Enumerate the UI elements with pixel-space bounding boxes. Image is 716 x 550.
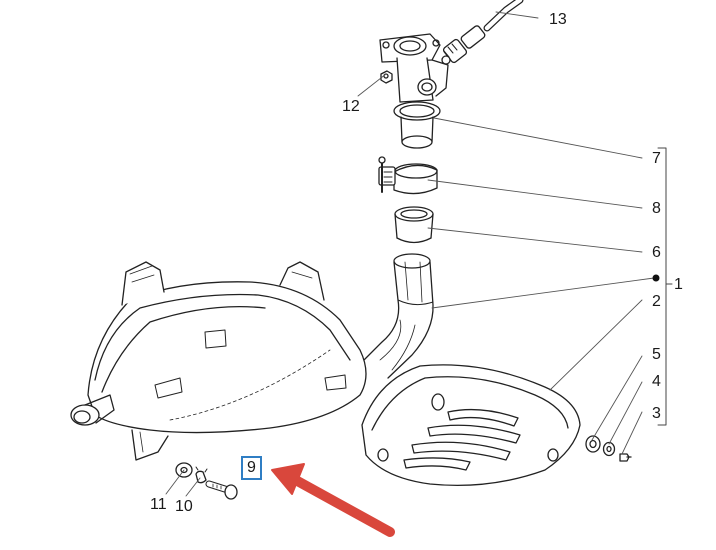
group-dot: [652, 274, 660, 282]
label-part-13: 13: [549, 11, 567, 28]
label-part-12: 12: [342, 98, 360, 115]
part-8-clamp[interactable]: [378, 156, 438, 195]
label-part-3: 3: [652, 405, 661, 422]
part-13-oxygen-sensor[interactable]: [441, 0, 524, 65]
part-2-heat-shield[interactable]: [361, 364, 581, 486]
label-part-2: 2: [652, 293, 661, 310]
label-part-1: 1: [674, 276, 683, 293]
part-7-gasket-sleeve[interactable]: [393, 101, 441, 149]
label-part-7: 7: [652, 150, 661, 167]
label-part-8: 8: [652, 200, 661, 217]
leader-lines: [165, 11, 655, 497]
part-6-coupling-sleeve[interactable]: [394, 206, 434, 244]
exhaust-manifold-flange: [379, 33, 449, 103]
pointer-arrow: [271, 463, 395, 537]
group-bracket: [657, 147, 673, 426]
label-part-10: 10: [175, 498, 193, 515]
highlighted-part-9-callout[interactable]: 9: [241, 456, 262, 480]
label-part-5: 5: [652, 346, 661, 363]
part-5-spacer[interactable]: [585, 435, 601, 453]
label-part-11: 11: [150, 496, 167, 513]
label-part-6: 6: [652, 244, 661, 261]
exhaust-downpipe: [361, 253, 434, 379]
part-4-washer[interactable]: [602, 441, 616, 457]
part-3-screw[interactable]: [619, 453, 632, 462]
part-9-bolt[interactable]: [205, 480, 238, 500]
label-part-4: 4: [652, 373, 661, 390]
silencer-body: [70, 261, 367, 461]
